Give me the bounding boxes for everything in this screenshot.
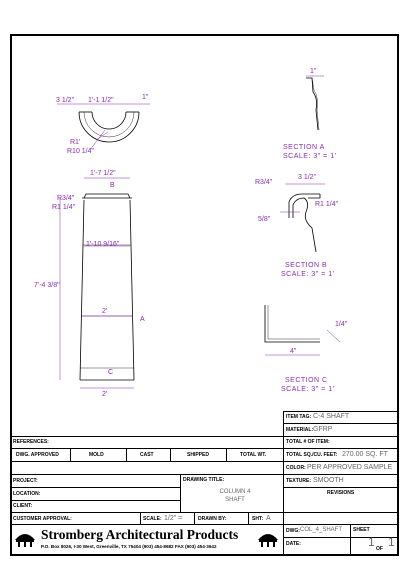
section-a-scale: SCALE: 3" = 1' (283, 153, 336, 160)
column-elevation (79, 193, 135, 381)
sheet-total: 1 (388, 535, 395, 549)
section-b-dim-r: R1 1/4" (315, 201, 339, 208)
section-mark-c: C (108, 369, 113, 376)
cast-label: CAST (140, 452, 154, 458)
section-c-profile (264, 305, 341, 356)
plan-dim-2: 1'-1 1/2" (88, 97, 114, 104)
section-a-dim: 1" (310, 68, 317, 75)
references-label: REFERENCES: (13, 439, 49, 445)
drawing-title-label: DRAWING TITLE: (183, 477, 225, 483)
drawing-frame (10, 34, 399, 556)
sheet-label: SHEET (353, 527, 370, 533)
company-address: P.O. Box 8026, I-30 West, Greenville, TX… (41, 544, 217, 549)
texture-label: TEXTURE: (286, 478, 311, 484)
total-sqft-value: 270.00 SQ. FT (342, 451, 388, 458)
total-wt-label: TOTAL WT. (240, 452, 267, 458)
company-logo-right (258, 534, 278, 547)
elevation-top-width: 1'-7 1/2" (90, 170, 116, 177)
plan-radius-1: R1' (70, 139, 80, 146)
section-b-dim-top: 3 1/2" (298, 174, 317, 181)
material-value: GFRP (313, 426, 333, 433)
shipped-label: SHIPPED (187, 452, 209, 458)
section-c-dim-bottom: 4" (290, 348, 297, 355)
color-label: COLOR: (286, 465, 306, 471)
color-value: PER APPROVED SAMPLE (307, 464, 393, 471)
total-items-label: TOTAL # OF ITEM: (286, 439, 330, 445)
project-label: PROJECT: (13, 478, 38, 484)
section-mark-a: A (140, 316, 145, 323)
section-c-dim-right: 1/4" (335, 321, 348, 328)
elevation-upper-width: 1'-10 9/16" (86, 241, 120, 248)
section-b-profile (280, 183, 325, 253)
plan-radius-2: R10 1/4" (67, 148, 95, 155)
dwg-label: DWG: (286, 528, 300, 534)
elevation-dimension-lines (59, 177, 134, 389)
elevation-height: 7'-4 3/8" (34, 282, 60, 289)
company-logo-left (15, 534, 35, 547)
sheet-number: 1 (368, 535, 375, 549)
section-c-title: SECTION C (285, 377, 328, 384)
company-name: Stromberg Architectural Products (41, 527, 239, 542)
item-tag-value: C-4 SHAFT (313, 413, 350, 420)
dwg-value: COL_4_SHAFT (300, 527, 343, 533)
section-c-scale: SCALE: 3" = 1' (281, 386, 334, 393)
material-label: MATERIAL: (286, 427, 314, 433)
plan-dim-3: 1" (142, 94, 149, 101)
section-a-title: SECTION A (283, 144, 325, 151)
section-b-scale: SCALE: 3" = 1' (281, 271, 334, 278)
total-sqft-label: TOTAL SQ./CU. FEET: (286, 452, 338, 458)
scale-label: SCALE: (143, 516, 162, 522)
plan-dim-1: 3 1/2" (56, 97, 75, 104)
drawing-title-line-1: COLUMN 4 (219, 489, 251, 495)
mold-label: MOLD (89, 452, 104, 458)
client-label: CLIENT: (13, 503, 33, 509)
drawing-title-line-2: SHAFT (225, 497, 245, 503)
item-tag-label: ITEM TAG: (286, 414, 312, 420)
elevation-bottom-width: 2' (102, 391, 107, 398)
drawn-by-label: DRAWN BY: (198, 516, 227, 522)
plan-view (57, 103, 150, 151)
elevation-r114: R1 1/4" (52, 204, 76, 211)
sht-label: SHT: (252, 516, 264, 522)
elevation-r34: R3/4" (57, 195, 75, 202)
sht-value: A (266, 515, 271, 522)
location-label: LOCATION: (13, 491, 41, 497)
section-b-dim-left: R3/4" (255, 179, 273, 186)
section-b-title: SECTION B (285, 262, 327, 269)
section-mark-b: B (110, 182, 115, 189)
of-label: OF (376, 546, 383, 552)
customer-approval-label: CUSTOMER APPROVAL: (13, 516, 72, 522)
texture-value: SMOOTH (313, 477, 344, 484)
scale-value: 1/2" = (164, 515, 183, 522)
section-a-profile (306, 75, 324, 131)
revisions-label: REVISIONS (327, 490, 355, 496)
elevation-mid-width: 2' (102, 308, 107, 315)
dwg-approved-label: DWG. APPROVED (16, 452, 59, 458)
section-b-dim-low: 5/8" (258, 216, 271, 223)
date-label: DATE: (286, 541, 301, 547)
